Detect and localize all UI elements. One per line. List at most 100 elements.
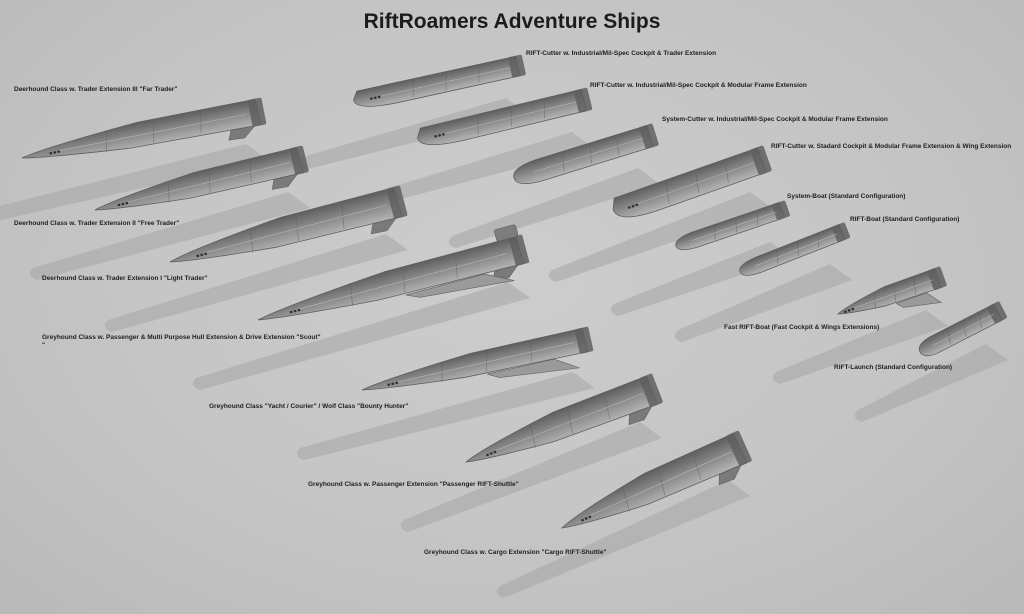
rift-cutter-modular-window: [438, 134, 442, 137]
label-system-boat: System-Boat (Standard Configuration): [787, 193, 906, 200]
cargo-shuttle-fin: [718, 464, 742, 486]
system-boat-hull-highlight: [691, 211, 777, 241]
system-cutter-hull-highlight: [534, 137, 644, 173]
passenger-shuttle-window: [493, 450, 497, 454]
scout-drive-pod: [494, 224, 519, 242]
passenger-shuttle-window: [485, 453, 490, 457]
passenger-shuttle-panel-seam: [567, 409, 573, 434]
system-boat-ship: [675, 200, 790, 251]
passenger-shuttle-panel-seam: [604, 394, 611, 420]
rift-boat-ship: [739, 222, 851, 276]
rift-launch-hull-highlight: [931, 313, 995, 347]
fast-rift-boat-ship: [836, 266, 947, 315]
light-trader-engine: [386, 185, 408, 219]
light-trader-fin: [370, 217, 397, 235]
scout-panel-seam: [454, 254, 458, 279]
label-rift-boat: RIFT-Boat (Standard Configuration): [850, 216, 960, 223]
yacht-wing: [487, 358, 580, 378]
cargo-shuttle-ship: [560, 430, 752, 529]
scout-engine: [508, 234, 530, 266]
far-trader-ship: [21, 97, 267, 159]
system-cutter-ship: [513, 123, 659, 184]
fast-rift-boat-hull-highlight: [852, 279, 934, 309]
yacht-shadow: [296, 372, 595, 460]
free-trader-fin: [271, 173, 298, 190]
far-trader-window: [53, 151, 57, 154]
yacht-ship: [361, 326, 594, 391]
light-trader-panel-seam: [295, 215, 299, 241]
far-trader-engine: [247, 97, 267, 127]
fast-rift-boat-hull: [836, 268, 942, 315]
fast-rift-boat-window: [851, 307, 855, 311]
scout-hull-highlight: [297, 253, 507, 310]
scout-window: [293, 309, 297, 313]
scout-window: [289, 310, 293, 314]
label-fast-rift-boat: Fast RIFT-Boat (Fast Cockpit & Wings Ext…: [724, 324, 880, 331]
rift-cutter-modular-window: [434, 134, 438, 138]
rift-cutter-wing-ship: [612, 145, 772, 218]
free-trader-shadow: [29, 192, 311, 280]
fast-rift-boat-shadow: [772, 310, 948, 384]
fast-rift-boat-window: [847, 308, 851, 312]
yacht-window: [395, 381, 399, 385]
passenger-shuttle-window: [489, 451, 493, 455]
far-trader-shadow: [0, 144, 268, 220]
cargo-shuttle-hull: [560, 432, 748, 529]
system-boat-engine: [772, 200, 790, 220]
fast-rift-boat-engine: [927, 266, 947, 291]
cargo-shuttle-hull-highlight: [588, 451, 732, 517]
free-trader-hull: [94, 146, 304, 211]
light-trader-panel-seam: [341, 203, 345, 229]
rift-launch-hull: [918, 303, 1003, 357]
yacht-engine: [574, 326, 594, 354]
free-trader-ship: [94, 145, 309, 211]
rift-launch-ship: [918, 301, 1007, 357]
cargo-shuttle-panel-seam: [657, 469, 666, 496]
far-trader-hull-highlight: [57, 113, 247, 152]
label-scout-continued: ": [42, 342, 46, 349]
rift-boat-hull-highlight: [755, 233, 838, 267]
rift-cutter-wing-shadow: [548, 192, 772, 282]
rift-cutter-wing-window: [631, 204, 635, 208]
rift-cutter-modular-ship: [417, 87, 593, 146]
far-trader-window: [57, 150, 61, 154]
rift-cutter-wing-hull-highlight: [636, 162, 755, 205]
cargo-shuttle-window: [588, 515, 592, 519]
passenger-shuttle-engine: [639, 373, 663, 407]
rift-launch-shadow: [854, 344, 1008, 422]
scout-wing: [405, 273, 515, 298]
cargo-shuttle-panel-seam: [693, 453, 702, 480]
rift-cutter-trader-engine: [508, 54, 526, 78]
far-trader-fin: [228, 125, 256, 141]
free-trader-window: [121, 202, 125, 206]
scout-panel-seam: [350, 282, 353, 307]
rift-boat-hull: [739, 224, 846, 276]
yacht-window: [391, 382, 395, 386]
rift-cutter-trader-window: [373, 96, 377, 100]
scout-shadow: [192, 282, 531, 390]
label-rift-launch: RIFT-Launch (Standard Configuration): [834, 364, 953, 371]
fast-rift-boat-wing: [895, 292, 942, 308]
rift-cutter-modular-hull-highlight: [442, 101, 576, 135]
scout-panel-seam: [402, 268, 406, 293]
light-trader-shadow: [104, 234, 409, 332]
cargo-shuttle-window: [580, 518, 585, 522]
passenger-shuttle-panel-seam: [529, 423, 536, 449]
light-trader-window: [196, 254, 200, 258]
label-free-trader: Deerhound Class w. Trader Extension II "…: [14, 220, 180, 227]
cargo-shuttle-engine: [726, 430, 752, 466]
label-system-cutter: System-Cutter w. Industrial/Mil-Spec Coc…: [662, 116, 888, 123]
light-trader-window: [204, 252, 208, 256]
rift-cutter-wing-engine: [750, 145, 772, 175]
free-trader-engine: [289, 145, 309, 175]
rift-cutter-trader-window: [377, 95, 381, 99]
label-passenger-shuttle: Greyhound Class w. Passenger Extension "…: [308, 481, 519, 488]
yacht-window: [387, 383, 391, 387]
rift-cutter-modular-engine: [573, 87, 593, 113]
rift-launch-engine: [987, 301, 1007, 324]
cargo-shuttle-panel-seam: [622, 485, 630, 512]
scout-hull: [257, 235, 525, 321]
light-trader-hull-highlight: [204, 204, 387, 254]
free-trader-window: [117, 203, 121, 207]
